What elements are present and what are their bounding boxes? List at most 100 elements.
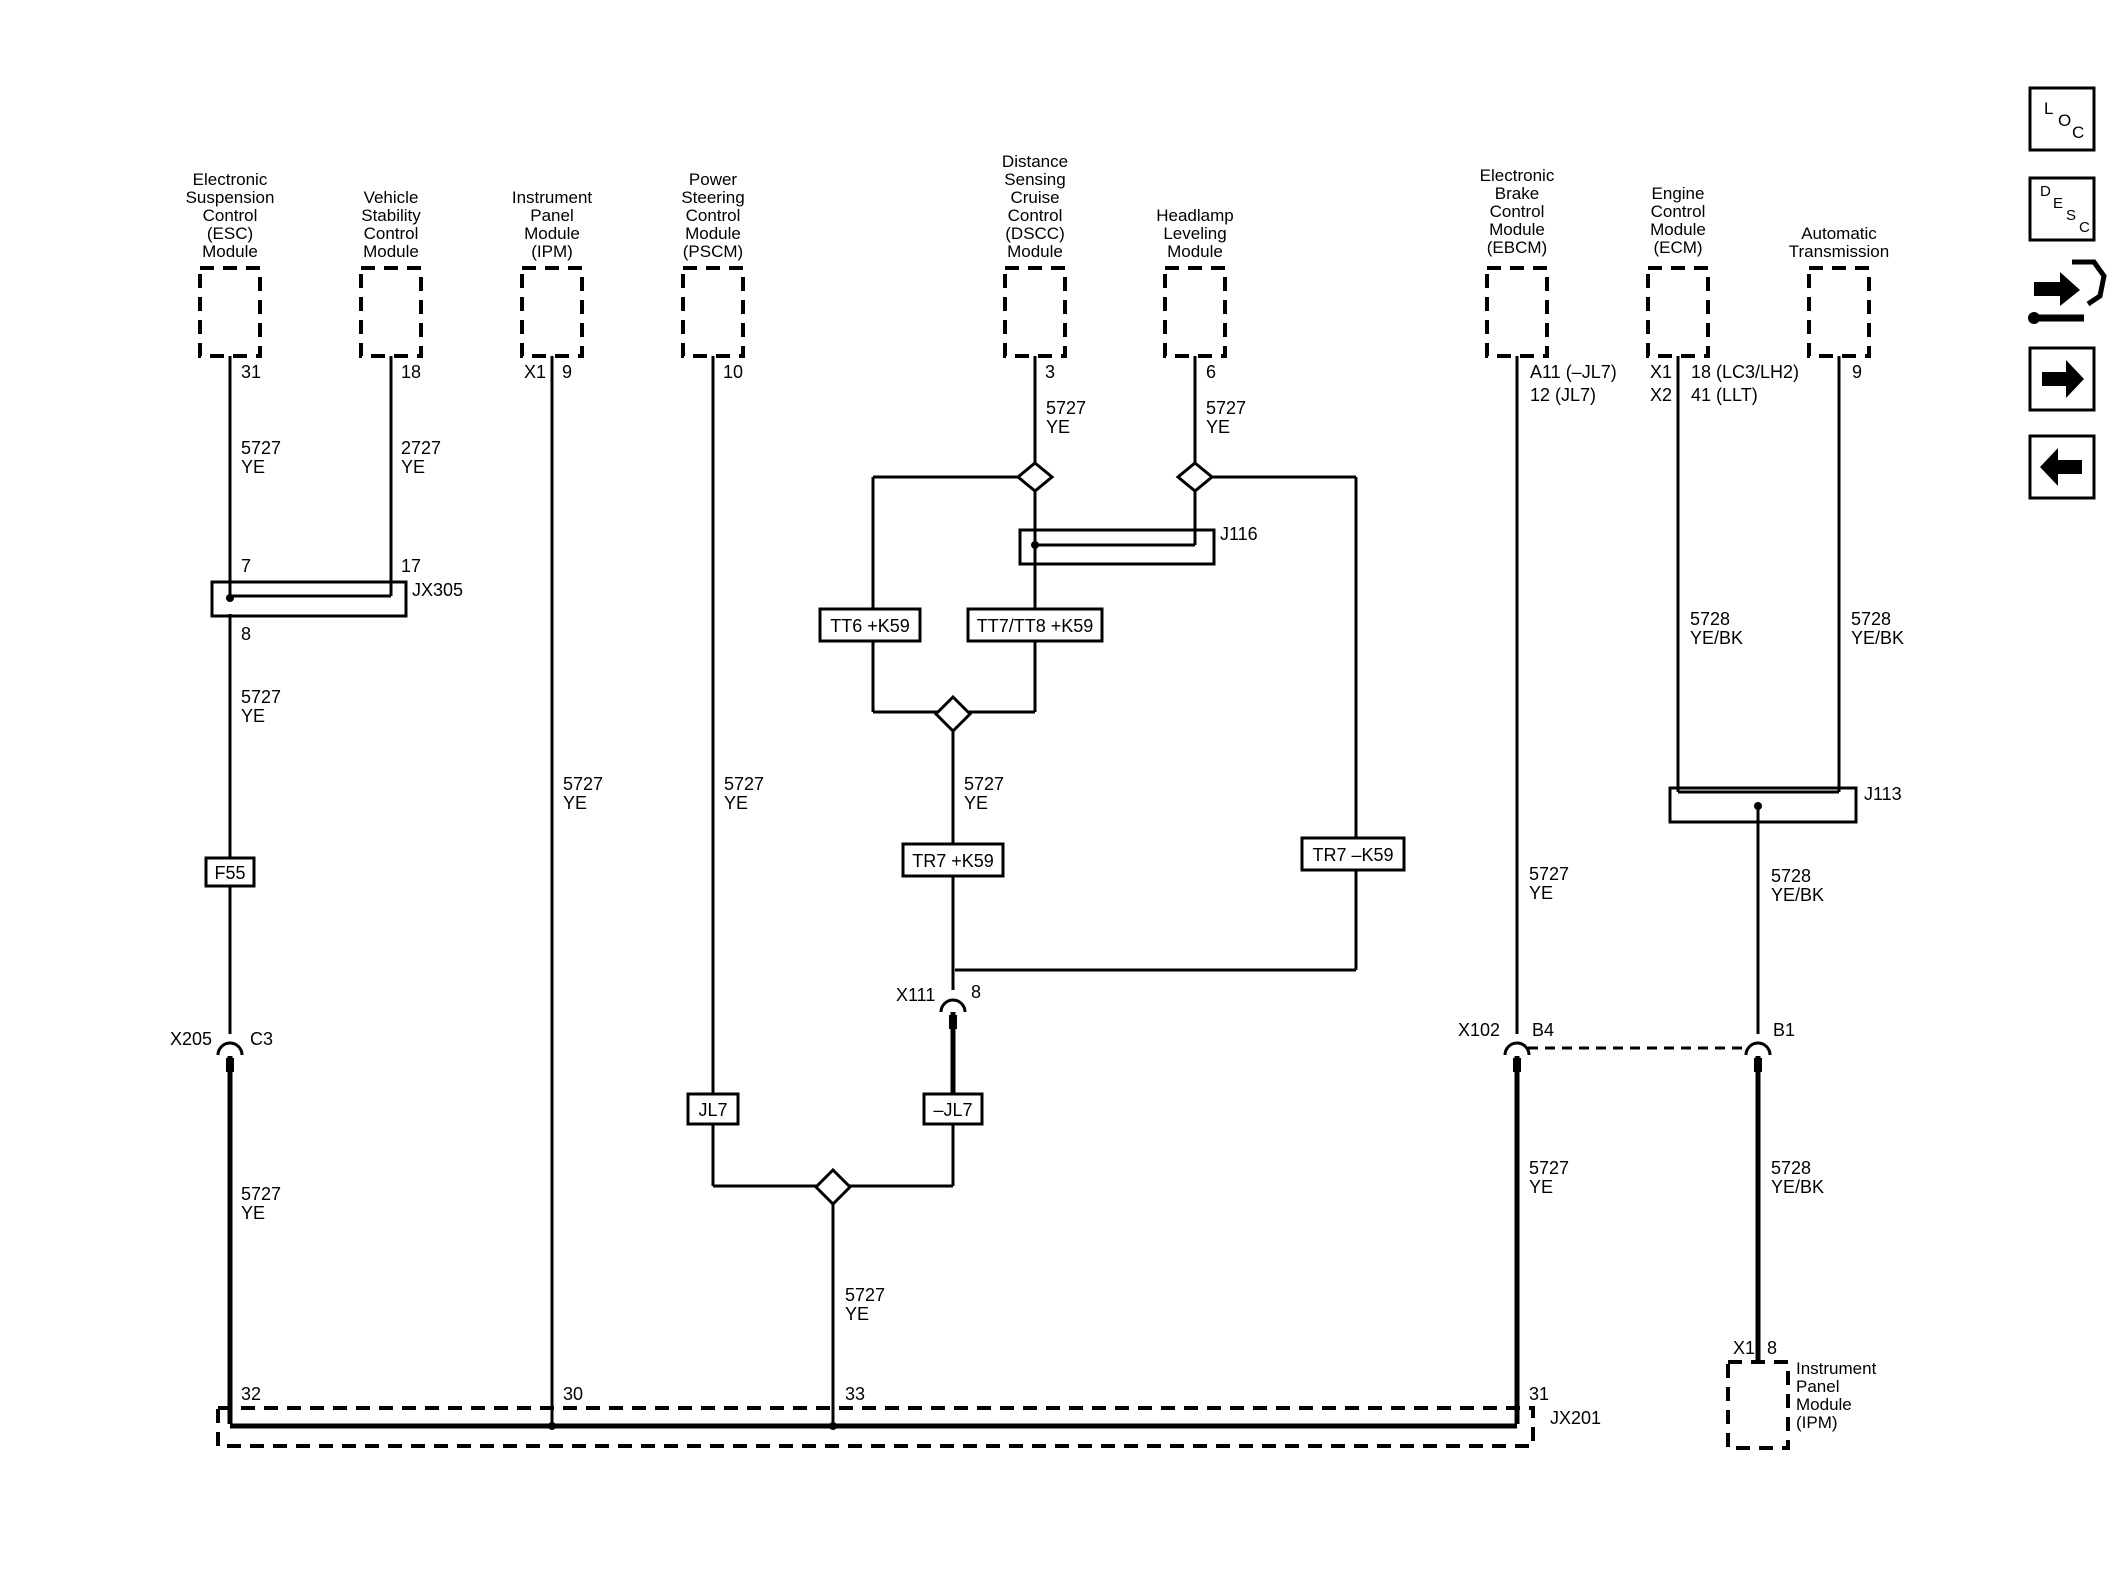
svg-text:TR7 –K59: TR7 –K59	[1312, 845, 1393, 865]
svg-text:C: C	[2072, 123, 2084, 142]
svg-text:Panel: Panel	[530, 206, 573, 225]
wire-label-j113-num: 5728	[1771, 866, 1811, 886]
svg-text:Control: Control	[1008, 206, 1063, 225]
connector-x111-pin: 8	[971, 982, 981, 1002]
wire-label-ebcm-lower-col: YE	[1529, 1177, 1553, 1197]
connector-j116-box	[1018, 528, 1216, 566]
connector-jx201-pin-31: 31	[1529, 1384, 1549, 1404]
svg-text:Control: Control	[364, 224, 419, 243]
wire-label-hlm-col: YE	[1206, 417, 1230, 437]
svg-text:(PSCM): (PSCM)	[683, 242, 743, 261]
svg-text:Leveling: Leveling	[1163, 224, 1226, 243]
previous-arrow-button[interactable]	[2028, 434, 2096, 500]
wire-label-pscm-num: 5727	[724, 774, 764, 794]
module-box-vsc	[359, 266, 423, 358]
connector-jx201-label: JX201	[1550, 1408, 1601, 1428]
svg-text:O: O	[2058, 111, 2071, 130]
description-button[interactable]: D E S C	[2028, 176, 2096, 242]
option-jl7: JL7	[686, 1092, 740, 1126]
wire-label-trans-num: 5728	[1851, 609, 1891, 629]
connector-x102-symbol-b4	[1503, 1041, 1531, 1072]
connector-jx201-pin-32: 32	[241, 1384, 261, 1404]
connector-x102-symbol-b1	[1744, 1041, 1772, 1072]
module-box-pscm	[681, 266, 745, 358]
wire-label-trans-col: YE/BK	[1851, 628, 1904, 648]
pin-ipm: 9	[562, 362, 572, 382]
wrench-connector-icon[interactable]	[2028, 259, 2107, 324]
module-box-ipm	[520, 266, 584, 358]
svg-text:Instrument: Instrument	[1796, 1359, 1877, 1378]
svg-text:Module: Module	[1489, 220, 1545, 239]
wire-label-esc-bottom-col: YE	[241, 1203, 265, 1223]
svg-text:Module: Module	[524, 224, 580, 243]
svg-text:(IPM): (IPM)	[1796, 1413, 1838, 1432]
svg-text:Steering: Steering	[681, 188, 744, 207]
wire-label-ipm-num: 5727	[563, 774, 603, 794]
node-jx201-splice	[829, 1422, 837, 1430]
svg-text:Vehicle: Vehicle	[364, 188, 419, 207]
svg-text:S: S	[2066, 207, 2076, 224]
svg-text:Suspension: Suspension	[186, 188, 275, 207]
wire-label-ebcm-lower-num: 5727	[1529, 1158, 1569, 1178]
splice-middle	[933, 694, 973, 734]
pin-ebcm-1: A11 (–JL7)	[1530, 362, 1617, 382]
connector-x205-label: X205	[170, 1029, 212, 1049]
node-j116	[1031, 541, 1039, 549]
svg-text:TR7 +K59: TR7 +K59	[912, 851, 994, 871]
svg-text:L: L	[2044, 99, 2053, 118]
pin-pscm: 10	[723, 362, 743, 382]
module-hlm-label: Headlamp Leveling Module	[1156, 206, 1234, 261]
wire-label-vsc-num: 2727	[401, 438, 441, 458]
wire-label-dscc-col: YE	[1046, 417, 1070, 437]
svg-text:Module: Module	[1007, 242, 1063, 261]
connector-jx201-pin-33: 33	[845, 1384, 865, 1404]
svg-text:(ECM): (ECM)	[1653, 238, 1702, 257]
svg-text:Module: Module	[1650, 220, 1706, 239]
connector-jx305-pin-17: 17	[401, 556, 421, 576]
wire-label-ipm-bottom-col: YE/BK	[1771, 1177, 1824, 1197]
location-button[interactable]: L O C	[2028, 86, 2096, 152]
wire-label-esc-lower-col: YE	[241, 706, 265, 726]
option-tr7-minus: TR7 –K59	[1300, 836, 1406, 872]
svg-text:TT6 +K59: TT6 +K59	[830, 616, 910, 636]
svg-text:Panel: Panel	[1796, 1377, 1839, 1396]
module-ebcm-label: Electronic Brake Control Module (EBCM)	[1480, 166, 1555, 257]
svg-text:C: C	[2079, 219, 2090, 236]
svg-text:Module: Module	[363, 242, 419, 261]
connector-jx305-pin-8: 8	[241, 624, 251, 644]
svg-text:Module: Module	[1167, 242, 1223, 261]
connector-x102-pin-b1: B1	[1773, 1020, 1795, 1040]
connector-j116-label: J116	[1220, 524, 1258, 544]
svg-text:Electronic: Electronic	[1480, 166, 1555, 185]
wire-label-esc-col: YE	[241, 457, 265, 477]
svg-text:Engine: Engine	[1652, 184, 1705, 203]
arrow-left-icon	[2040, 448, 2082, 486]
module-box-hlm	[1163, 266, 1227, 358]
connector-jx201-box	[216, 1406, 1535, 1448]
connector-jx201-pin-30: 30	[563, 1384, 583, 1404]
fuse-f55: F55	[204, 856, 256, 888]
next-arrow-button[interactable]	[2028, 346, 2096, 412]
svg-text:F55: F55	[214, 863, 245, 883]
svg-text:TT7/TT8 +K59: TT7/TT8 +K59	[977, 616, 1094, 636]
pin-vsc: 18	[401, 362, 421, 382]
wire-label-mid-col: YE	[964, 793, 988, 813]
wire-label-vsc-col: YE	[401, 457, 425, 477]
svg-text:Headlamp: Headlamp	[1156, 206, 1234, 225]
svg-text:Sensing: Sensing	[1004, 170, 1065, 189]
svg-text:Module: Module	[685, 224, 741, 243]
pin-ecm-connector-1: X1	[1650, 362, 1672, 382]
module-pscm-label: Power Steering Control Module (PSCM)	[681, 170, 744, 261]
connector-x102-pin-b4: B4	[1532, 1020, 1554, 1040]
module-box-trans	[1807, 266, 1871, 358]
svg-text:Control: Control	[203, 206, 258, 225]
module-box-dscc	[1003, 266, 1067, 358]
svg-text:Cruise: Cruise	[1010, 188, 1059, 207]
module-dscc-label: Distance Sensing Cruise Control (DSCC) M…	[1002, 152, 1068, 261]
module-ipm-label: Instrument Panel Module (IPM)	[512, 188, 593, 261]
wire-label-j113-col: YE/BK	[1771, 885, 1824, 905]
svg-text:Module: Module	[202, 242, 258, 261]
connector-x111-label: X111	[896, 985, 935, 1005]
svg-text:(IPM): (IPM)	[531, 242, 573, 261]
